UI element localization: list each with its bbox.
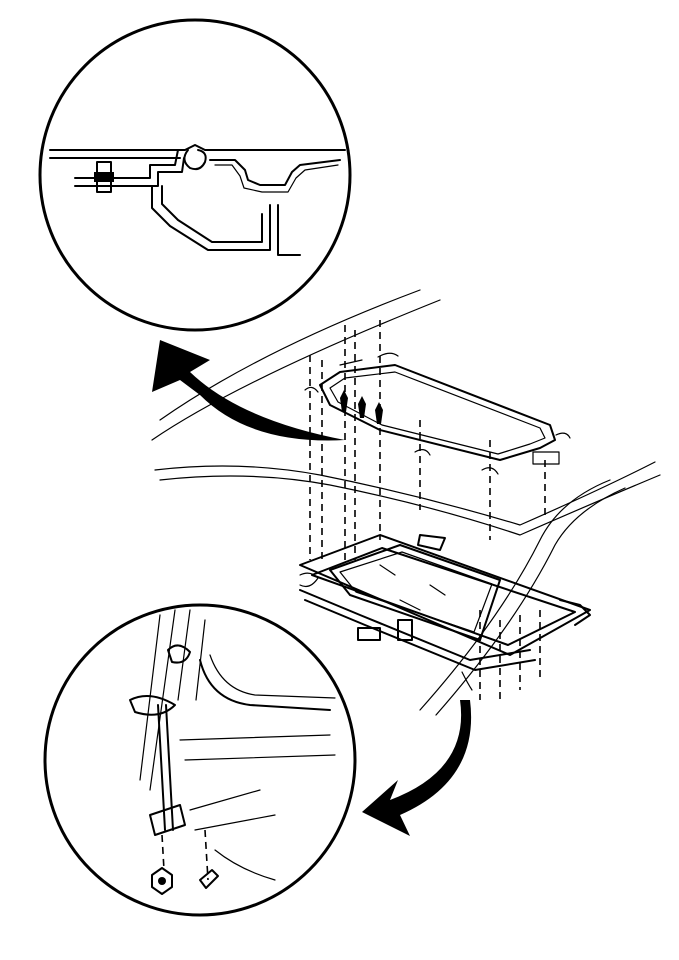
panel-line	[177, 609, 191, 701]
seal-profile-inner	[214, 164, 339, 193]
glass-reflection	[379, 564, 446, 611]
clip-icon	[414, 449, 431, 456]
pin-icon	[199, 869, 219, 889]
motor-icon	[397, 619, 413, 641]
frame-profile	[151, 185, 271, 251]
frame-edge	[277, 204, 301, 256]
clip-icon	[377, 352, 399, 358]
curved-arrow-icon	[362, 700, 472, 836]
roof-panel-line	[49, 144, 346, 151]
lower-callout-arrow	[362, 700, 472, 836]
roof-fasteners	[304, 352, 571, 475]
roof-assembly	[151, 289, 661, 716]
clip-icon	[304, 386, 319, 393]
clip-icon	[481, 467, 499, 475]
upper-detail-view	[38, 18, 352, 332]
upper-clip-icon	[167, 644, 191, 664]
roof-rail	[199, 659, 331, 711]
tab-icon	[417, 534, 446, 551]
glass-panel-inner	[339, 551, 493, 633]
mount-bracket	[74, 149, 179, 179]
module-frame-outer	[299, 534, 591, 656]
seal-profile	[209, 159, 341, 186]
pillar-line-inner	[435, 487, 626, 716]
module-rail-front	[299, 589, 531, 661]
lower-bracket	[149, 804, 186, 836]
screw-icon	[358, 396, 366, 418]
bracket-icon	[129, 695, 176, 716]
rail-line	[184, 754, 336, 761]
bracket-icon	[532, 451, 560, 465]
retainer-clip	[183, 149, 207, 171]
drain-hose-icon	[461, 671, 473, 691]
clip-icon	[339, 359, 363, 366]
bolt-shaft-inner	[165, 704, 174, 831]
roof-edge-front	[159, 289, 421, 421]
upper-detail-circle	[38, 18, 352, 332]
bolt-head-icon	[151, 867, 173, 895]
bolt-shaft	[157, 704, 166, 831]
clip-icon	[555, 432, 571, 439]
hose-icon	[299, 572, 319, 588]
alignment-lines	[309, 320, 546, 700]
upper-callout-arrow	[152, 340, 345, 441]
pillar-line	[419, 479, 611, 711]
lower-detail-view	[43, 603, 357, 917]
mount-bracket-inner	[74, 157, 185, 187]
curved-arrow-icon	[152, 340, 345, 441]
motor-bracket	[559, 599, 591, 626]
glass-panel	[329, 544, 501, 641]
roof-edge-front-inner	[151, 299, 441, 441]
module-rail-front-inner	[304, 599, 536, 671]
rail-line	[179, 734, 331, 741]
roof-edge-side-inner	[159, 474, 661, 536]
drain-tube-icon	[357, 627, 381, 641]
frame-profile-inner	[161, 185, 263, 243]
screw-icon	[375, 402, 383, 424]
bolt-head-icon	[94, 172, 114, 182]
rail-curve	[214, 849, 276, 881]
panel-line	[139, 614, 161, 781]
bolt-center-icon	[158, 877, 166, 885]
lower-detail-circle	[43, 603, 357, 917]
screw-icon	[340, 390, 348, 412]
sunroof-module	[299, 534, 591, 691]
lower-panel-line	[189, 789, 276, 831]
roof-rail-inner	[209, 654, 336, 699]
